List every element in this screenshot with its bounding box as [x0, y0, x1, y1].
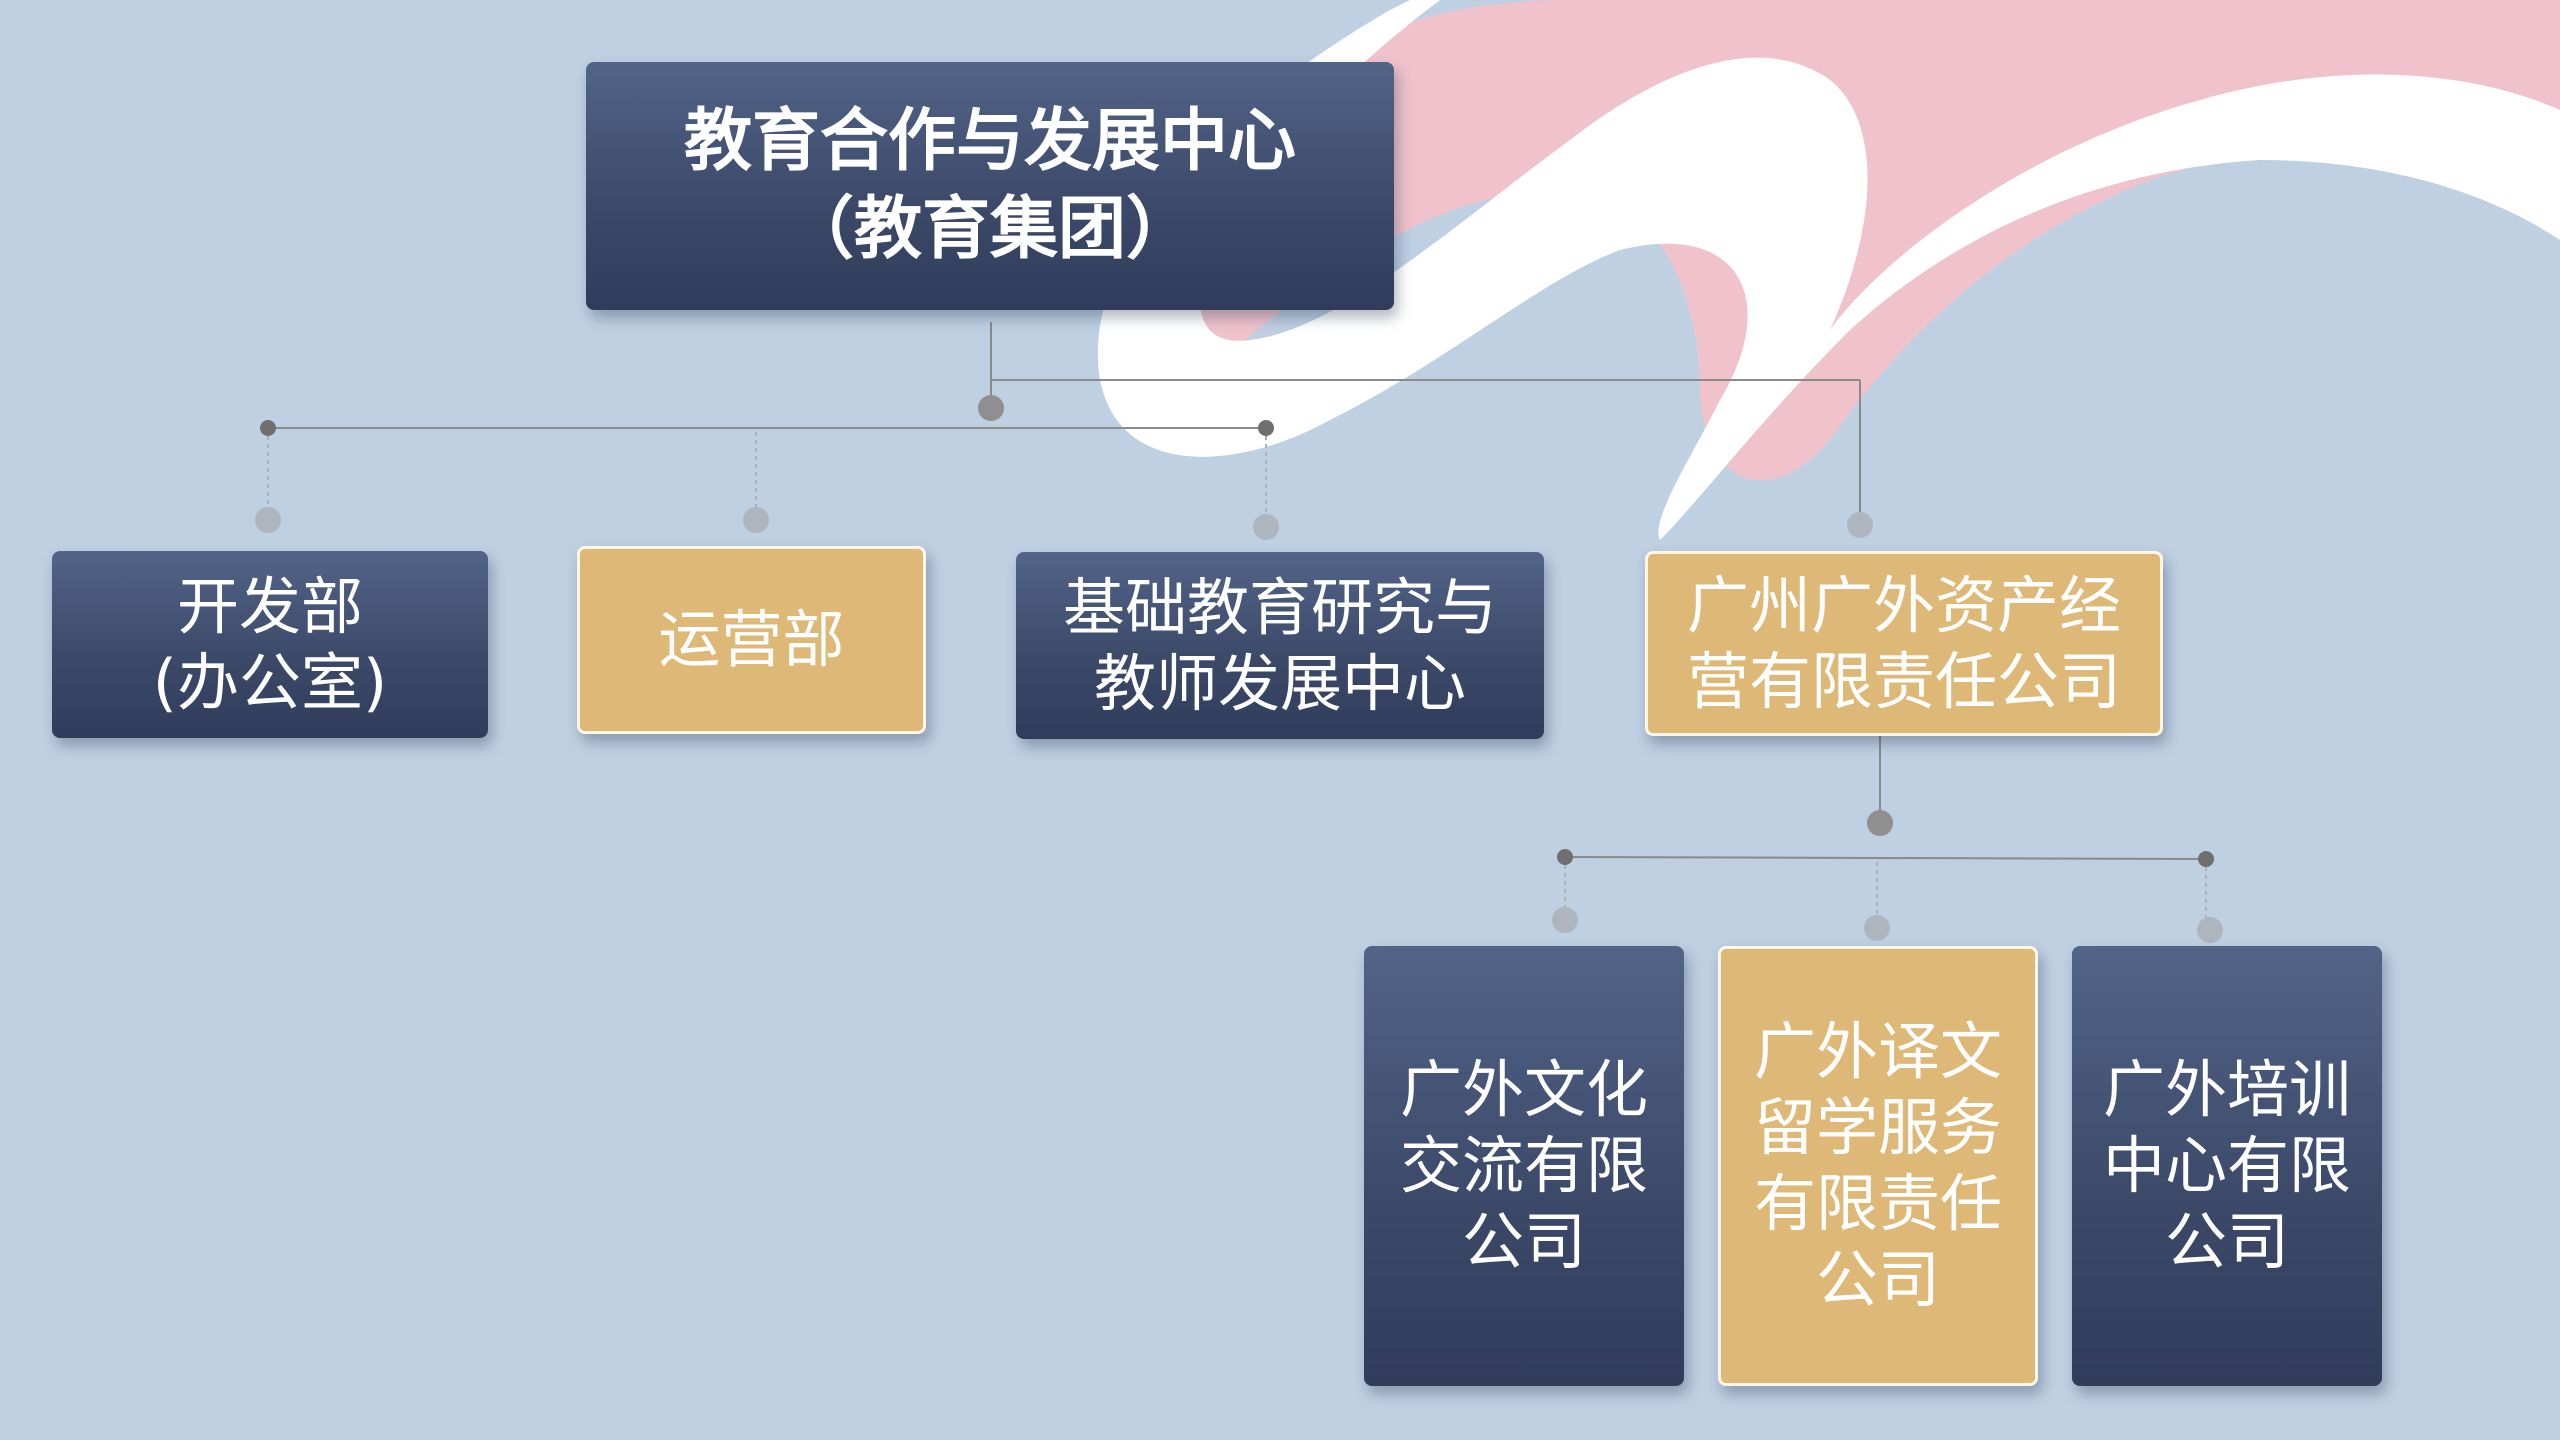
org-box-line: 留学服务 — [1753, 1091, 2002, 1164]
org-box-study-abroad-company: 广外译文 留学服务 有限责任 公司 — [1718, 946, 2038, 1386]
org-box-line: 开发部 — [176, 569, 363, 643]
connector-level2-bus — [1564, 856, 2207, 860]
org-box-line: 广州广外资产经 — [1686, 568, 2121, 642]
connector-end-dot-2 — [743, 507, 769, 533]
org-box-line: 营有限责任公司 — [1686, 644, 2121, 718]
org-box-training-company: 广外培训 中心有限 公司 — [2072, 946, 2382, 1386]
org-box-line: 广外培训 — [2102, 1053, 2351, 1126]
connector-level2-end-dot-2 — [1864, 915, 1890, 941]
org-box-development-dept: 开发部 (办公室) — [52, 551, 488, 738]
org-box-line: 公司 — [2164, 1205, 2289, 1278]
connector-level2-right-dot — [2198, 851, 2214, 867]
org-root-line-1: 教育合作与发展中心 — [683, 102, 1296, 181]
org-box-line: 公司 — [1461, 1205, 1586, 1278]
org-root-line-2: （教育集团） — [785, 190, 1194, 269]
org-root-box: 教育合作与发展中心 （教育集团） — [586, 62, 1394, 310]
org-box-asset-company: 广州广外资产经 营有限责任公司 — [1645, 551, 2163, 736]
org-box-line: 中心有限 — [2102, 1129, 2351, 1202]
connector-end-dot-3 — [1253, 514, 1279, 540]
org-box-line: 教师发展中心 — [1093, 646, 1466, 720]
org-box-line: 有限责任 — [1753, 1167, 2002, 1240]
connector-bus-right-dot — [1258, 420, 1274, 436]
connector-company-dot — [1867, 810, 1893, 836]
connector-root-dot — [978, 395, 1004, 421]
white-ribbon-shape — [1097, 0, 2560, 540]
connector-level2-end-dot-3 — [2197, 917, 2223, 943]
org-box-line: 运营部 — [658, 603, 845, 676]
org-box-line: 基础教育研究与 — [1062, 570, 1497, 644]
org-box-operations-dept: 运营部 — [577, 546, 926, 734]
org-box-research-center: 基础教育研究与 教师发展中心 — [1016, 552, 1544, 739]
org-box-line: 广外译文 — [1753, 1015, 2002, 1088]
org-box-line: 交流有限 — [1399, 1129, 1648, 1202]
connector-level2-end-dot-1 — [1552, 907, 1578, 933]
connector-end-dot-4 — [1847, 512, 1873, 538]
org-box-line: 广外文化 — [1399, 1053, 1648, 1126]
connector-level2-left-dot — [1557, 849, 1573, 865]
connector-end-dot-1 — [255, 507, 281, 533]
connector-bus-left-dot — [260, 420, 276, 436]
org-box-line: (办公室) — [152, 645, 388, 719]
org-box-culture-exchange-company: 广外文化 交流有限 公司 — [1364, 946, 1684, 1386]
org-box-line: 公司 — [1815, 1243, 1940, 1316]
